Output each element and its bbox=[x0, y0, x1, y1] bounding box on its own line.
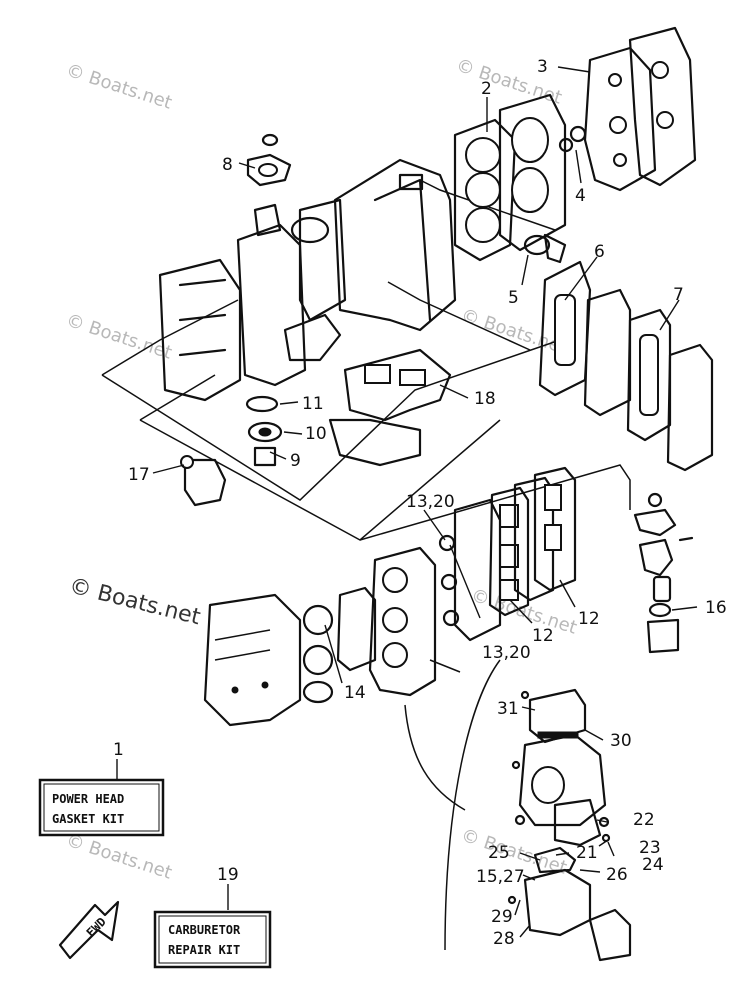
callout-3: 3 bbox=[537, 57, 548, 77]
watermark: © Boats.net bbox=[468, 585, 579, 639]
water-pump-parts bbox=[633, 492, 694, 654]
callouts: 1 2 3 4 5 6 7 8 9 10 11 12 12 13,20 13,2… bbox=[113, 57, 727, 949]
callout-7: 7 bbox=[673, 285, 684, 305]
callout-13-20: 13,20 bbox=[406, 492, 455, 512]
crankshaft bbox=[236, 203, 342, 387]
callout-18: 18 bbox=[474, 389, 496, 409]
callout-4: 4 bbox=[575, 186, 586, 206]
callout-19: 19 bbox=[217, 865, 239, 885]
reed-valve-body bbox=[453, 498, 502, 642]
callout-28: 28 bbox=[493, 929, 515, 949]
callout-21: 21 bbox=[576, 843, 598, 863]
callout-9: 9 bbox=[290, 451, 301, 471]
callout-31: 31 bbox=[497, 699, 519, 719]
callout-29: 29 bbox=[491, 907, 513, 927]
anode-cover bbox=[246, 133, 292, 187]
callout-23: 23 bbox=[639, 838, 661, 858]
callout-30: 30 bbox=[610, 731, 632, 751]
power-head-kit-line2: GASKET KIT bbox=[52, 812, 124, 826]
cylinder-head-cover bbox=[583, 26, 697, 192]
carburetor-kit-line1: CARBURETOR bbox=[168, 923, 241, 937]
callout-6: 6 bbox=[594, 242, 605, 262]
cylinder-block bbox=[298, 158, 457, 332]
carburetor-repair-kit-label: CARBURETOR REPAIR KIT bbox=[153, 910, 272, 969]
bearing-seal bbox=[245, 395, 283, 467]
callout-24: 24 bbox=[642, 855, 664, 875]
reed-valve-gaskets bbox=[488, 466, 577, 617]
callout-15-27: 15,27 bbox=[476, 867, 525, 887]
fuel-line bbox=[444, 659, 501, 951]
watermark: © Boats.net bbox=[67, 574, 204, 631]
cylinder-head bbox=[498, 93, 567, 252]
callout-5: 5 bbox=[508, 288, 519, 308]
forward-arrow-icon: FWD bbox=[58, 900, 120, 960]
exhaust-inner-cover bbox=[583, 288, 632, 417]
callout-8: 8 bbox=[222, 155, 233, 175]
thermostat-gasket bbox=[523, 233, 567, 264]
fuel-line bbox=[404, 704, 466, 811]
intake-silencer bbox=[203, 593, 302, 727]
upper-case-gasket bbox=[328, 348, 452, 467]
exhaust-outer-cover bbox=[666, 343, 714, 472]
watermark: © Boats.net bbox=[63, 60, 174, 114]
callout-17: 17 bbox=[128, 465, 150, 485]
crankcase-left bbox=[158, 258, 242, 402]
watermark: © Boats.net bbox=[458, 305, 569, 359]
carburetor-assembly bbox=[507, 688, 632, 962]
callout-12: 12 bbox=[578, 609, 600, 629]
intake-manifold bbox=[368, 546, 461, 697]
callout-2: 2 bbox=[481, 79, 492, 99]
callout-1: 1 bbox=[113, 740, 124, 760]
callout-11: 11 bbox=[302, 394, 324, 414]
callout-10: 10 bbox=[305, 424, 327, 444]
watermark: © Boats.net bbox=[63, 830, 174, 884]
callout-26: 26 bbox=[606, 865, 628, 885]
callout-12: 12 bbox=[532, 626, 554, 646]
cylinder-head-gasket bbox=[453, 118, 517, 262]
washer-nut bbox=[558, 125, 587, 153]
exhaust-inner-gasket bbox=[538, 260, 592, 397]
callout-22: 22 bbox=[633, 810, 655, 830]
callout-25: 25 bbox=[488, 843, 510, 863]
carburetor-kit-line2: REPAIR KIT bbox=[168, 943, 240, 957]
silencer-gaskets bbox=[302, 586, 377, 704]
exhaust-outer-gasket bbox=[626, 308, 672, 442]
power-head-gasket-kit-label: POWER HEAD GASKET KIT bbox=[38, 778, 165, 837]
intake-orings bbox=[438, 534, 460, 627]
leader-lines bbox=[116, 66, 698, 938]
callout-14: 14 bbox=[344, 683, 366, 703]
callout-16: 16 bbox=[705, 598, 727, 618]
power-head-kit-line1: POWER HEAD bbox=[52, 792, 124, 806]
callout-13-20: 13,20 bbox=[482, 643, 531, 663]
watermark: © Boats.net bbox=[63, 310, 174, 364]
